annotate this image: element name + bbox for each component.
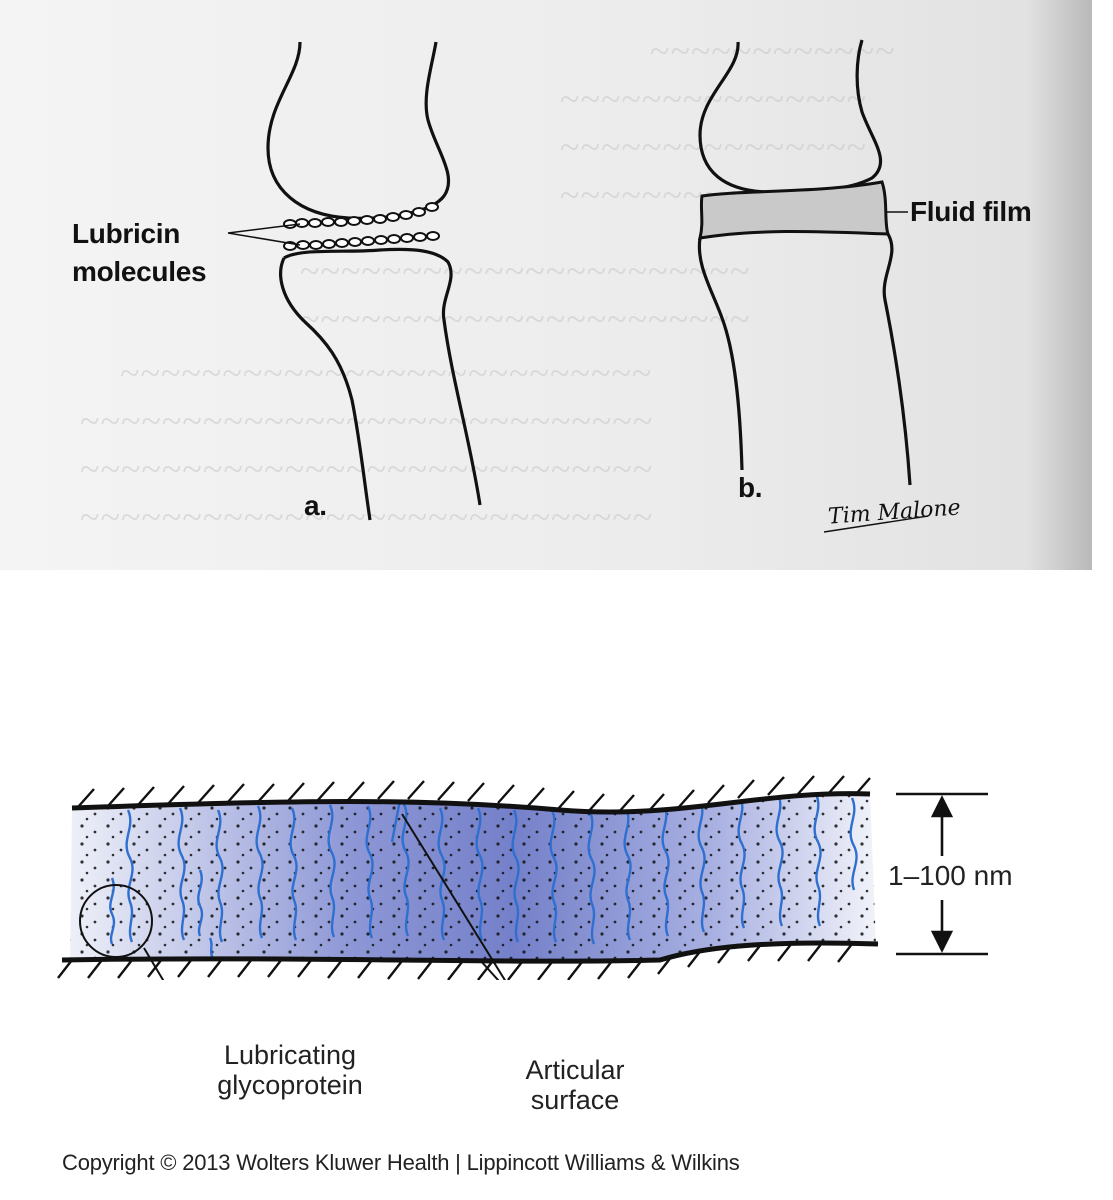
panel-b-lower-bone-right — [882, 233, 912, 486]
panel-b-upper-bone — [698, 39, 883, 195]
articular-surface-label: Articular surface — [500, 1055, 650, 1115]
thickness-label: 1–100 nm — [888, 860, 1013, 891]
lubricin-bead-row-upper — [283, 202, 439, 229]
panel-a-upper-bone — [266, 41, 451, 220]
fluid-film — [697, 180, 891, 240]
lower-articular-surface — [61, 940, 879, 964]
panel-b-lower-bone — [697, 237, 744, 471]
lubricin-leader-lines — [227, 223, 301, 246]
panel-a-label: a. — [304, 490, 327, 521]
copyright-notice: Copyright © 2013 Wolters Kluwer Health |… — [62, 1150, 740, 1175]
upper-articular-surface — [71, 791, 871, 815]
glycoprotein-label: Lubricating glycoprotein — [190, 1040, 390, 1100]
lubricin-bead-row-lower — [283, 231, 440, 251]
signature-flourish — [823, 515, 929, 533]
panel-a-lower-bone — [283, 247, 482, 506]
lubrication-film-diagram — [57, 775, 988, 980]
glycoprotein-callout-circle — [79, 884, 153, 958]
panel-b-label: b. — [738, 472, 763, 503]
panel-a-lower-bone-left — [279, 257, 372, 521]
glycoprotein-pointer — [143, 947, 165, 980]
upper-surface-hatching — [77, 775, 871, 814]
lubricin-label-line1: Lubricin — [72, 218, 181, 249]
articular-surface-label-line2: surface — [530, 1085, 620, 1115]
glycoprotein-chains — [109, 793, 858, 961]
joint-diagram — [227, 39, 929, 533]
glycoprotein-label-line1: Lubricating — [223, 1040, 357, 1070]
thickness-dimension-marker — [896, 792, 988, 956]
glycoprotein-label-line2: glycoprotein — [217, 1070, 363, 1100]
articular-surface-label-line1: Articular — [525, 1055, 625, 1085]
articular-surface-pointer — [401, 813, 507, 980]
lubricin-label-line2: molecules — [72, 256, 207, 287]
fluid-film-label: Fluid film — [910, 196, 1032, 227]
